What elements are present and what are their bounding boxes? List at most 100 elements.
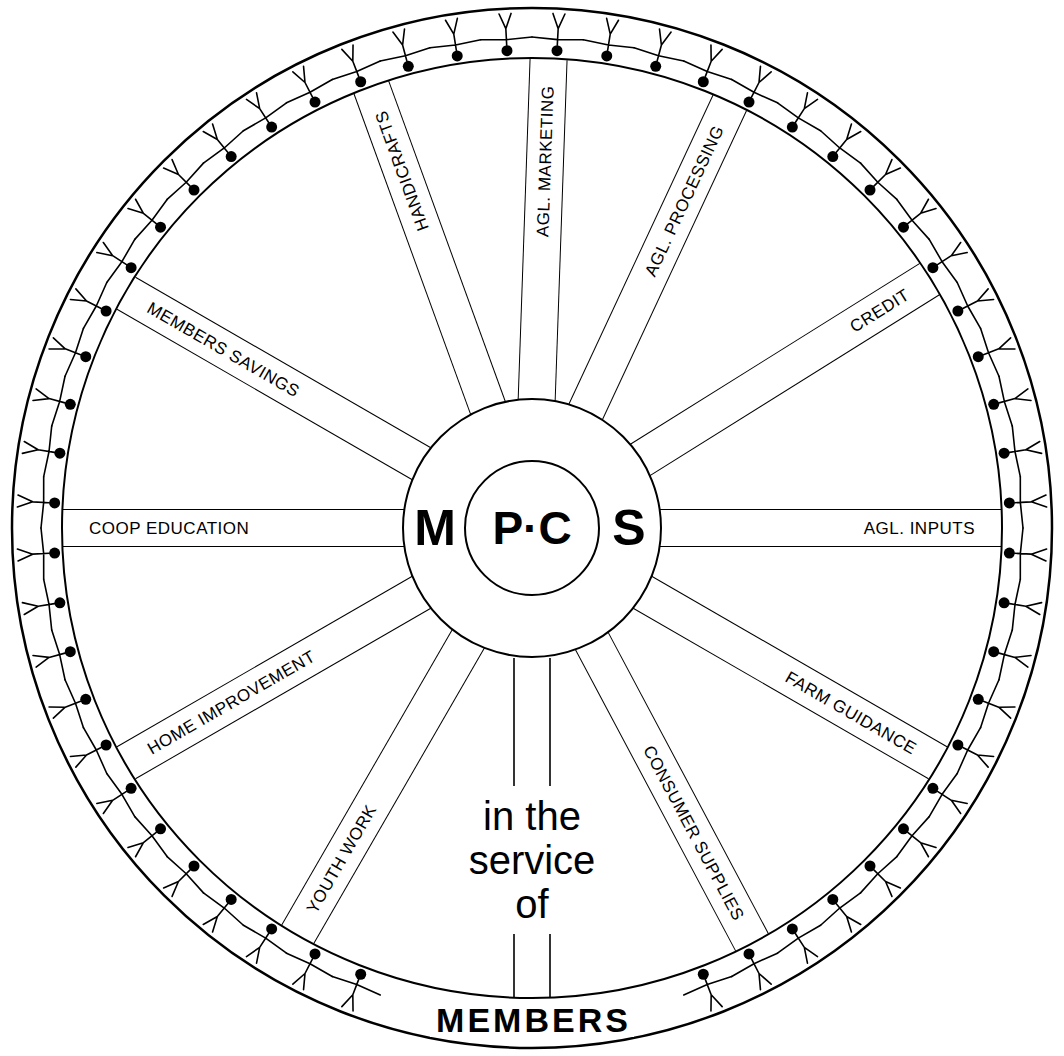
stick-figure bbox=[287, 66, 333, 107]
figure-body bbox=[97, 774, 135, 817]
service-band: in the service of bbox=[469, 794, 596, 926]
figure-body bbox=[70, 283, 106, 329]
figure-body bbox=[1015, 477, 1047, 528]
spoke-band: AGL. INPUTS bbox=[654, 509, 1001, 547]
figure-body bbox=[1015, 528, 1047, 579]
figure-body bbox=[861, 160, 901, 200]
spoke-label: MEMBERS SAVINGS bbox=[144, 299, 302, 400]
stick-figure bbox=[732, 948, 778, 989]
stick-figure bbox=[49, 328, 91, 376]
spoke-label: HANDICRAFTS bbox=[372, 109, 431, 234]
figure-body bbox=[49, 328, 83, 376]
figure-body bbox=[203, 893, 243, 932]
inner-circle bbox=[62, 58, 1002, 998]
figure-head bbox=[999, 597, 1010, 608]
figure-head bbox=[49, 548, 60, 559]
figure-body bbox=[981, 680, 1015, 728]
stick-figure bbox=[988, 630, 1031, 680]
spoke-label: YOUTH WORK bbox=[303, 802, 379, 916]
band-line bbox=[513, 658, 515, 786]
figure-head bbox=[309, 948, 320, 959]
figure-body bbox=[287, 66, 333, 102]
stick-figure bbox=[927, 774, 967, 817]
stick-figure bbox=[861, 857, 901, 897]
stick-figure bbox=[481, 13, 532, 56]
stick-figure bbox=[430, 18, 481, 61]
spoke-label: AGL. MARKETING bbox=[534, 85, 556, 237]
stick-figure bbox=[332, 969, 380, 1011]
spoke-label: CREDIT bbox=[847, 286, 912, 336]
spoke-band: COOP EDUCATION bbox=[63, 509, 410, 547]
stick-figure bbox=[988, 376, 1031, 426]
stick-figure bbox=[164, 857, 204, 897]
stick-figure bbox=[821, 124, 861, 163]
stick-figure bbox=[973, 680, 1015, 728]
ring-label: MEMBERS bbox=[430, 1003, 634, 1037]
figure-body bbox=[821, 893, 861, 932]
stick-figure bbox=[973, 328, 1015, 376]
figure-body bbox=[33, 630, 65, 680]
stick-figure bbox=[70, 283, 111, 329]
figure-body bbox=[1010, 426, 1042, 477]
figure-body bbox=[203, 124, 243, 163]
stick-figure bbox=[33, 630, 76, 680]
figure-head bbox=[452, 50, 463, 61]
center-circle: P·C bbox=[464, 460, 600, 596]
figure-body bbox=[22, 579, 54, 630]
band-line bbox=[513, 934, 515, 998]
spoke-band: HANDICRAFTS bbox=[354, 81, 508, 420]
spoke-band: FARM GUIDANCE bbox=[628, 573, 948, 779]
stick-figure bbox=[332, 45, 380, 87]
hub-letter: S bbox=[600, 503, 658, 553]
figure-head bbox=[54, 597, 65, 608]
figure-head bbox=[126, 262, 137, 273]
stick-figure bbox=[70, 728, 111, 774]
stick-figure bbox=[17, 528, 60, 579]
figure-body bbox=[430, 18, 481, 50]
figure-head bbox=[501, 45, 512, 56]
spoke-band: AGL. PROCESSING bbox=[566, 95, 747, 426]
figure-head bbox=[266, 122, 277, 133]
figure-head bbox=[744, 97, 755, 108]
stick-figure bbox=[999, 426, 1042, 477]
figure-body bbox=[164, 857, 204, 897]
figure-body bbox=[287, 953, 333, 989]
stick-figure bbox=[203, 124, 243, 163]
figure-body bbox=[332, 45, 380, 79]
stick-figure bbox=[243, 93, 286, 133]
figure-head bbox=[952, 740, 963, 751]
figure-body bbox=[821, 124, 861, 163]
stick-figure bbox=[927, 239, 967, 282]
figure-body bbox=[583, 18, 634, 50]
figure-head bbox=[126, 783, 137, 794]
figure-body bbox=[634, 29, 684, 61]
figure-head bbox=[927, 262, 938, 273]
outer-circle bbox=[12, 8, 1052, 1048]
figure-head bbox=[355, 76, 366, 87]
stick-figure bbox=[634, 29, 684, 72]
figure-head bbox=[988, 646, 999, 657]
hub-ring: MSP·C bbox=[402, 398, 662, 658]
figure-head bbox=[101, 740, 112, 751]
stick-figure bbox=[17, 477, 60, 528]
figure-body bbox=[22, 426, 54, 477]
figure-body bbox=[778, 93, 821, 131]
figure-body bbox=[778, 925, 821, 963]
figure-head bbox=[698, 969, 709, 980]
figure-head bbox=[355, 969, 366, 980]
stick-figure bbox=[287, 948, 333, 989]
figure-body bbox=[380, 29, 430, 61]
stick-figure bbox=[778, 93, 821, 133]
stick-figure bbox=[97, 239, 137, 282]
figure-body bbox=[49, 680, 83, 728]
figure-head bbox=[49, 497, 60, 508]
spoke-label: FARM GUIDANCE bbox=[783, 668, 920, 757]
stick-figure bbox=[952, 728, 993, 774]
stick-figure bbox=[532, 13, 583, 56]
figure-body bbox=[243, 93, 286, 131]
stick-figure bbox=[684, 969, 732, 1011]
stick-figure bbox=[897, 817, 936, 857]
figure-head bbox=[80, 694, 91, 705]
spoke-band: MEMBERS SAVINGS bbox=[116, 277, 436, 483]
